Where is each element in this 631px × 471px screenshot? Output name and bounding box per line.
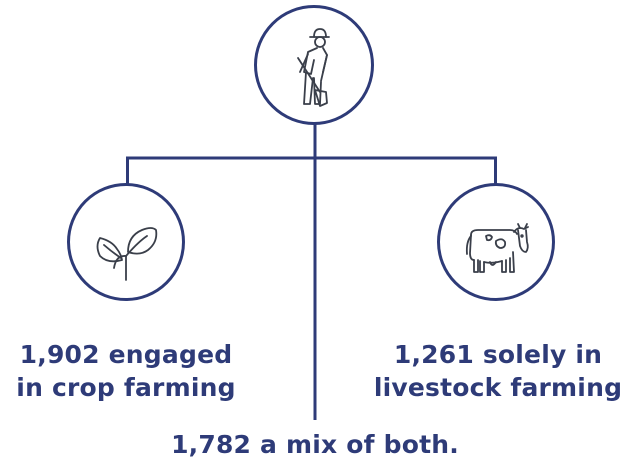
farmer-with-shovel-icon — [297, 28, 330, 107]
right-label-line-1: 1,261 solely in — [393, 340, 603, 369]
left-node-label: 1,902 engaged in crop farming — [6, 338, 246, 404]
bottom-node-label: 1,782 a mix of both. — [140, 428, 490, 461]
cow-icon — [465, 223, 529, 273]
right-node-circle — [437, 183, 555, 301]
left-node-circle — [67, 183, 185, 301]
right-label-line-2: livestock farming — [373, 373, 623, 402]
sprout-icon — [96, 227, 158, 281]
left-label-line-1: 1,902 engaged — [19, 340, 233, 369]
bottom-label-text: 1,782 a mix of both. — [171, 430, 459, 459]
right-node-label: 1,261 solely in livestock farming — [373, 338, 623, 404]
top-node-circle — [254, 5, 374, 125]
left-label-line-2: in crop farming — [16, 373, 236, 402]
